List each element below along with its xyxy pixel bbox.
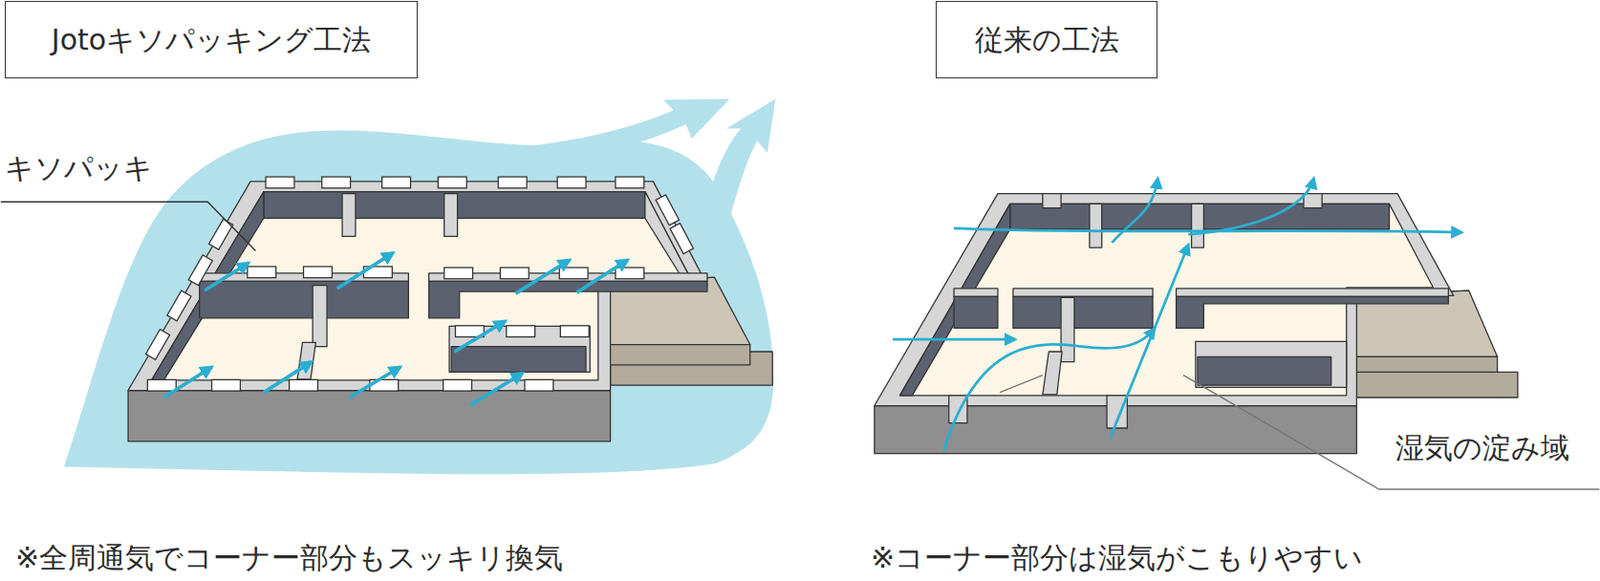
- heading-text: Jotoキソパッキング工法: [51, 22, 371, 58]
- heading-box: Jotoキソパッキング工法: [4, 0, 418, 79]
- foundation-left: [128, 181, 773, 442]
- leader-line: [0, 201, 257, 251]
- leader-line: [1183, 375, 1600, 490]
- leader-line: [999, 375, 1043, 393]
- note-text: ※全周通気でコーナー部分もスッキリ換気: [15, 541, 563, 576]
- part-label: キソパッキ: [4, 151, 153, 186]
- packing-left: [145, 176, 693, 391]
- heading-text: 従来の工法: [974, 22, 1120, 58]
- heading-box: 従来の工法: [935, 0, 1158, 79]
- part-label: 湿気の淀み域: [1395, 432, 1570, 466]
- airflow-arrows-left: [163, 253, 628, 407]
- airflow-lines-right: [892, 178, 1462, 452]
- note-text: ※コーナー部分は湿気がこもりやすい: [870, 541, 1363, 576]
- airflow-area: [64, 98, 777, 475]
